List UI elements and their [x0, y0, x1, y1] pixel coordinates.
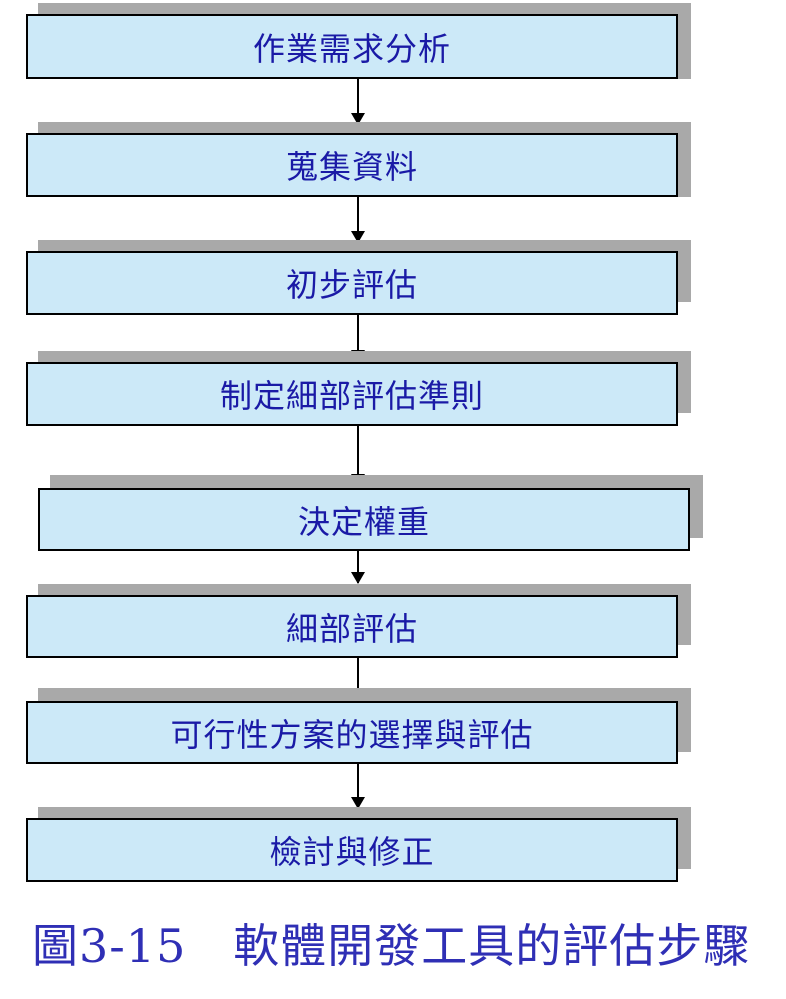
arrow-1-to-2 [351, 79, 365, 125]
step-8-label: 檢討與修正 [269, 833, 435, 871]
step-4-box: 制定細部評估準則 [26, 362, 678, 426]
step-6: 細部評估 [26, 584, 691, 658]
arrow-7-to-8 [351, 764, 365, 809]
step-1-label: 作業需求分析 [252, 29, 451, 68]
step-2-box: 蒐集資料 [26, 133, 678, 197]
step-5-box: 決定權重 [38, 488, 690, 551]
step-2: 蒐集資料 [26, 122, 691, 197]
step-1: 作業需求分析 [26, 3, 691, 79]
figure-title: 軟體開發工具的評估步驟 [233, 919, 751, 973]
step-3-box: 初步評估 [26, 251, 678, 315]
step-4: 制定細部評估準則 [26, 351, 691, 426]
step-6-label: 細部評估 [285, 609, 418, 648]
step-8: 檢討與修正 [26, 807, 691, 882]
step-7-box: 可行性方案的選擇與評估 [26, 701, 678, 764]
step-8-box: 檢討與修正 [26, 818, 678, 882]
step-1-box: 作業需求分析 [26, 14, 678, 79]
arrow-5-to-6-head [351, 572, 365, 584]
step-3-label: 初步評估 [285, 266, 418, 304]
step-5-label: 決定權重 [297, 502, 430, 541]
step-4-label: 制定細部評估準則 [219, 377, 484, 415]
step-5: 決定權重 [38, 475, 703, 551]
arrow-2-to-3 [351, 197, 365, 243]
figure-caption: 圖3-15 軟體開發工具的評估步驟 [32, 910, 750, 976]
step-2-label: 蒐集資料 [285, 148, 418, 186]
arrow-7-to-8-head [351, 797, 365, 809]
step-3: 初步評估 [26, 240, 691, 315]
step-6-box: 細部評估 [26, 595, 678, 658]
figure-number: 圖3-15 [32, 919, 187, 973]
step-7: 可行性方案的選擇與評估 [26, 688, 691, 764]
arrow-5-to-6 [351, 551, 365, 584]
step-7-label: 可行性方案的選擇與評估 [170, 715, 534, 754]
